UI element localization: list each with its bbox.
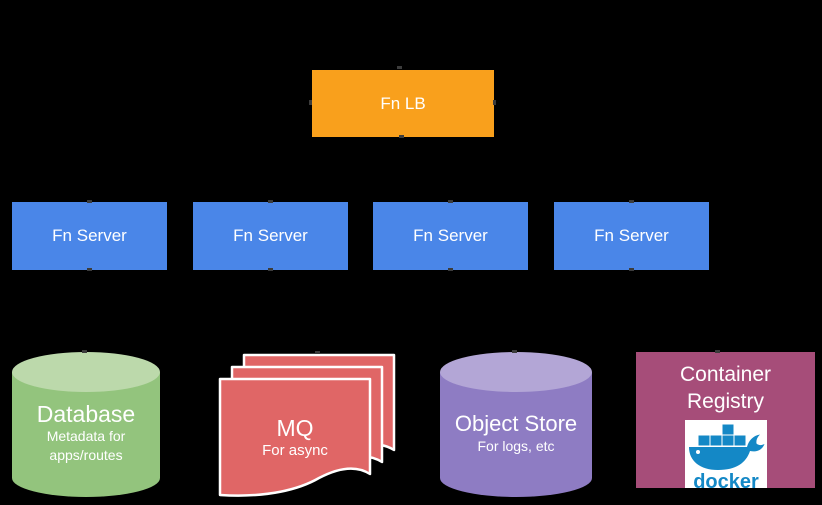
- fn-server-box-4: Fn Server: [554, 202, 709, 270]
- connector-stub: [512, 350, 517, 353]
- connector-stub: [399, 135, 404, 138]
- docker-logo: docker: [684, 420, 767, 492]
- connector-stub: [448, 268, 453, 271]
- database-title: Database: [36, 401, 136, 427]
- fn-server-label: Fn Server: [594, 226, 669, 245]
- database-cylinder-shape: [12, 352, 160, 497]
- docker-whale-icon: docker: [688, 423, 764, 492]
- docker-wordmark: docker: [693, 471, 759, 492]
- connector-stub: [309, 100, 312, 105]
- connector-stub: [629, 200, 634, 203]
- connector-stub: [82, 350, 87, 353]
- connector-stub: [87, 268, 92, 271]
- fn-server-box-1: Fn Server: [12, 202, 167, 270]
- fn-server-box-2: Fn Server: [193, 202, 348, 270]
- database-subtitle-line1: Metadata for: [46, 428, 126, 444]
- connector-stub: [715, 350, 720, 353]
- fn-server-label: Fn Server: [233, 226, 308, 245]
- connector-stub: [268, 200, 273, 203]
- fn-server-box-3: Fn Server: [373, 202, 528, 270]
- fn-server-label: Fn Server: [413, 226, 488, 245]
- container-registry-box: Container Registry docker: [636, 352, 815, 492]
- object-store-text: Object Store For logs, etc: [440, 352, 592, 498]
- connector-stub: [315, 351, 320, 354]
- object-store-title: Object Store: [454, 410, 578, 436]
- object-store-subtitle: For logs, etc: [477, 437, 555, 454]
- container-registry-title: Container Registry: [680, 361, 771, 415]
- mq-subtitle: For async: [262, 442, 328, 459]
- fn-server-label: Fn Server: [52, 226, 127, 245]
- object-store-cylinder-shape: [440, 352, 592, 497]
- mq-text: MQ For async: [218, 377, 372, 487]
- mq-title: MQ: [276, 415, 314, 441]
- container-registry-title-line2: Registry: [686, 390, 765, 413]
- connector-stub: [448, 200, 453, 203]
- container-registry-title-line1: Container: [679, 363, 772, 386]
- connector-stub: [268, 268, 273, 271]
- database-subtitle-line2: apps/routes: [49, 447, 123, 463]
- database-cylinder: Database Metadata for apps/routes: [12, 352, 160, 498]
- connector-stub: [629, 268, 634, 271]
- object-store-cylinder: Object Store For logs, etc: [440, 352, 592, 498]
- connector-stub: [493, 100, 496, 105]
- connector-stub: [397, 66, 402, 69]
- mq-document-stack: MQ For async: [218, 353, 396, 501]
- connector-stub: [87, 200, 92, 203]
- database-text: Database Metadata for apps/routes: [12, 352, 160, 498]
- fn-lb-label: Fn LB: [380, 93, 426, 113]
- fn-lb-box: Fn LB: [312, 70, 494, 137]
- mq-page-front: [218, 377, 372, 497]
